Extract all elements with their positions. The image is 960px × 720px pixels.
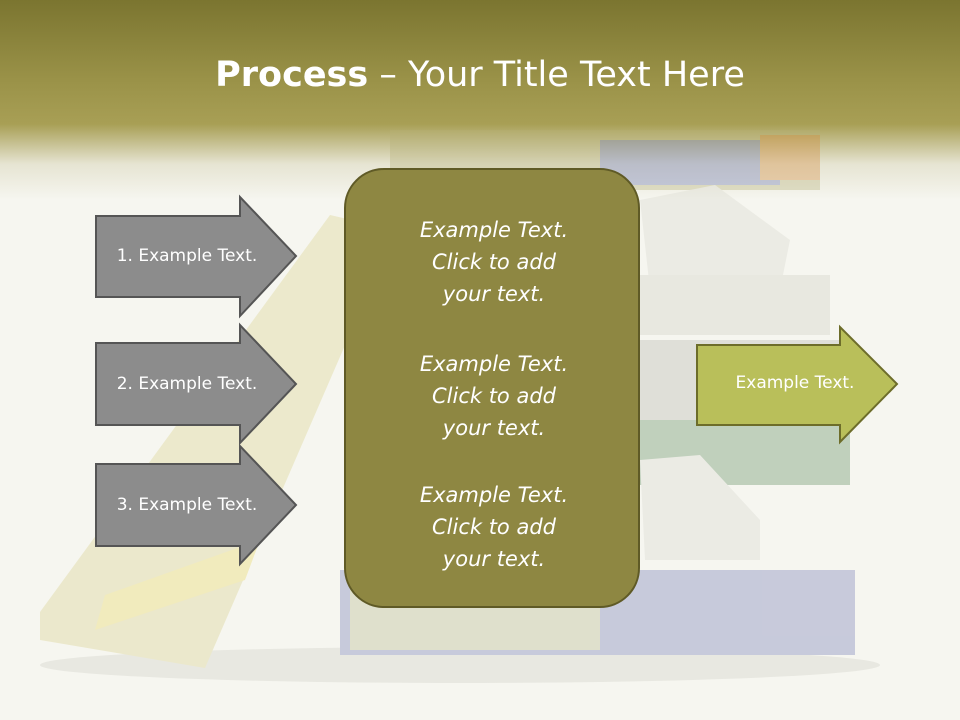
input-arrow-1 [95, 194, 298, 319]
book-white-2 [630, 275, 830, 335]
input-arrow-3-label: 3. Example Text. [116, 495, 258, 515]
page-title: Process – Your Title Text Here [0, 50, 960, 100]
process-text-3-line1: Example Text. [419, 483, 569, 507]
process-text-2: Example Text. Click to add your text. [346, 348, 642, 444]
output-arrow [696, 324, 899, 445]
process-text-1: Example Text. Click to add your text. [346, 214, 642, 310]
book-top-blue [600, 140, 780, 185]
leaning-book-band [95, 540, 260, 630]
process-text-3: Example Text. Click to add your text. [346, 479, 642, 575]
process-box: Example Text. Click to add your text. Ex… [344, 168, 640, 608]
book-top-orange [760, 135, 820, 180]
book-white-1 [640, 185, 790, 290]
output-arrow-label: Example Text. [735, 373, 855, 393]
input-arrow-2-label: 2. Example Text. [116, 374, 258, 394]
input-arrow-1-label: 1. Example Text. [116, 246, 258, 266]
process-text-2-line1: Example Text. [419, 352, 569, 376]
process-text-3-line2: Click to add [431, 515, 556, 539]
process-text-3-line3: your text. [442, 547, 546, 571]
process-text-2-line3: your text. [442, 416, 546, 440]
header-band [0, 0, 960, 200]
process-text-1-line3: your text. [442, 282, 546, 306]
process-text-1-line1: Example Text. [419, 218, 569, 242]
book-white-3 [640, 455, 760, 560]
process-text-1-line2: Click to add [431, 250, 556, 274]
title-rest: – Your Title Text Here [368, 55, 745, 95]
shadow [40, 647, 880, 683]
leaning-book [40, 215, 395, 668]
title-bold: Process [215, 55, 369, 95]
book-green [640, 420, 850, 485]
input-arrow-2 [95, 322, 298, 446]
input-arrow-3 [95, 443, 298, 567]
process-text-2-line2: Click to add [431, 384, 556, 408]
